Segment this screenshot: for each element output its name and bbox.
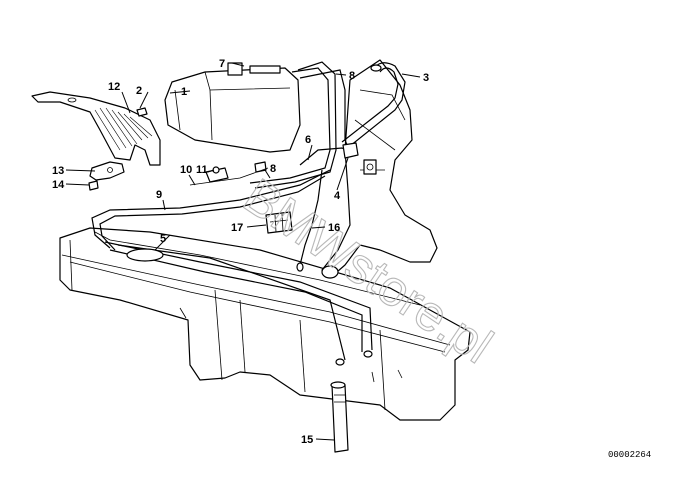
callout-7: 7 (219, 58, 225, 70)
callout-1: 1 (181, 86, 187, 98)
callout-10: 10 (180, 164, 192, 176)
drain-hose (330, 381, 349, 453)
callout-9: 9 (156, 189, 162, 201)
callout-6: 6 (305, 134, 311, 146)
callout-17: 17 (231, 222, 243, 234)
callout-12: 12 (108, 81, 120, 93)
callout-4: 4 (334, 190, 341, 202)
filler-neck (321, 59, 438, 279)
callout-labels: 1 2 3 4 5 6 7 8 8 9 10 11 12 13 14 15 16… (52, 58, 429, 446)
callout-8-top: 8 (349, 70, 355, 82)
charcoal-canister (164, 62, 301, 153)
connector (265, 211, 293, 234)
screw (88, 180, 99, 191)
bracket (89, 161, 125, 181)
callout-3: 3 (423, 72, 429, 84)
drawing-number: 00002264 (608, 450, 651, 460)
sensor-wire (296, 169, 323, 272)
callout-8-middle: 8 (270, 163, 276, 175)
callout-11: 11 (196, 164, 208, 176)
callout-5: 5 (160, 233, 166, 245)
leader-lines (65, 62, 421, 441)
callout-14: 14 (52, 179, 65, 191)
callout-15: 15 (301, 434, 313, 446)
fuel-tank (59, 227, 471, 421)
bolt (136, 107, 148, 117)
callout-2: 2 (136, 85, 142, 97)
breather-hose (341, 62, 406, 151)
hose-clamps (189, 161, 269, 186)
callout-16: 16 (328, 222, 340, 234)
heat-shield (31, 91, 161, 166)
callout-13: 13 (52, 165, 64, 177)
fuel-lines (91, 169, 373, 366)
